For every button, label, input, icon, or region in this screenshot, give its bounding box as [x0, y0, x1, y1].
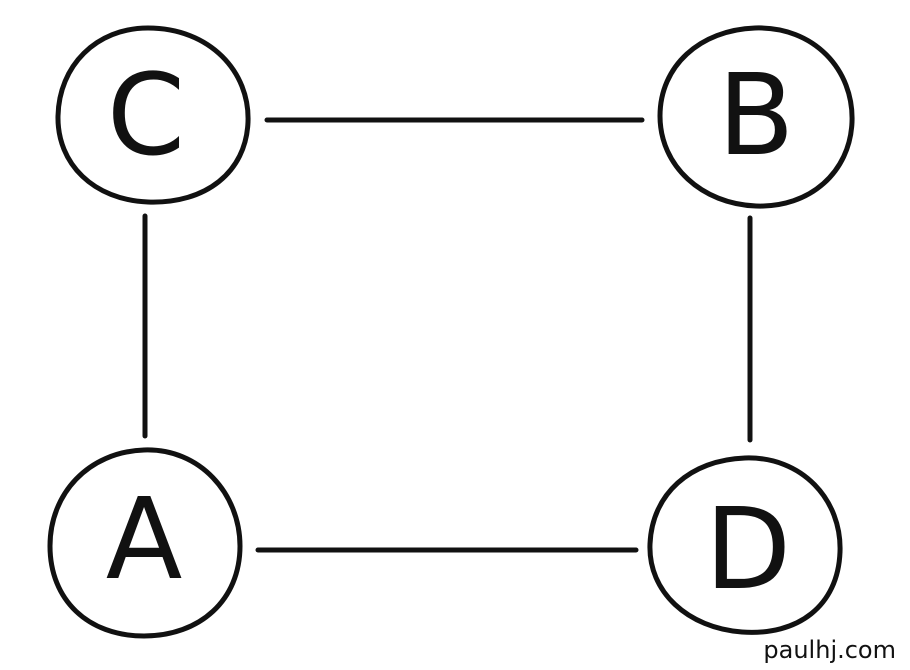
node-c: C	[55, 25, 251, 205]
node-a-label: A	[106, 475, 183, 605]
watermark-text: paulhj.com	[763, 636, 896, 664]
node-a: A	[47, 447, 243, 639]
node-b: B	[657, 25, 855, 209]
node-d: D	[647, 455, 843, 635]
node-b-label: B	[718, 51, 795, 181]
node-d-circle	[647, 455, 843, 635]
node-d-label: D	[705, 485, 791, 615]
node-a-circle	[47, 447, 243, 639]
node-c-circle	[55, 25, 251, 205]
node-c-label: C	[107, 51, 185, 181]
node-b-circle	[657, 25, 855, 209]
